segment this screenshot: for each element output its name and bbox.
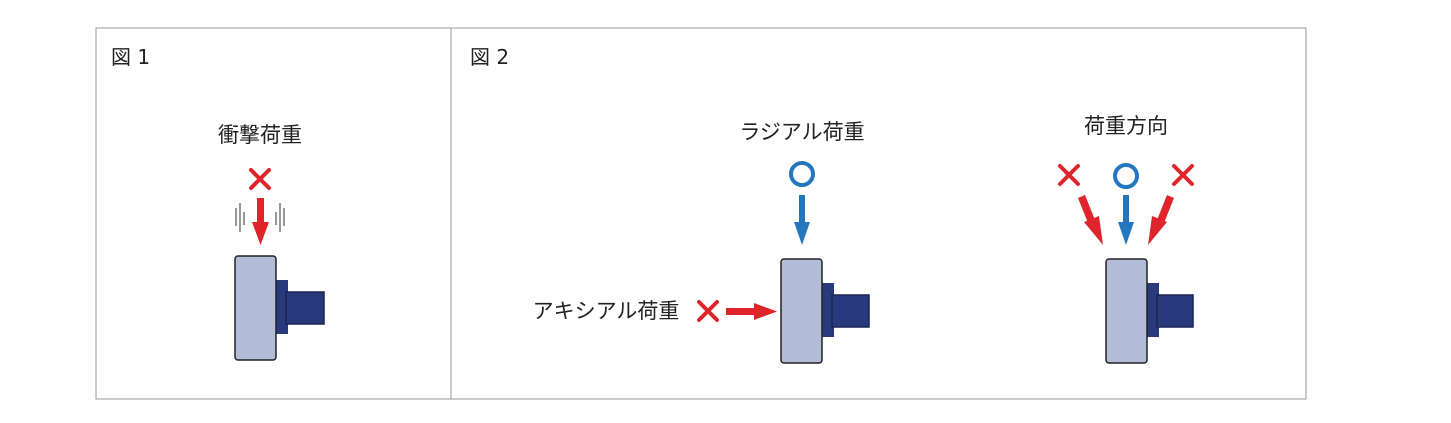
direction-left-arrow xyxy=(1078,195,1103,245)
axial-load-title: アキシアル荷重 xyxy=(533,299,680,323)
load-direction-title: 荷重方向 xyxy=(1084,114,1168,138)
figure2-panel xyxy=(450,27,1307,400)
figure1-cross-mark xyxy=(249,168,271,190)
figure1-title: 衝撃荷重 xyxy=(218,123,302,147)
radial-load-title: ラジアル荷重 xyxy=(739,120,864,144)
figure2-label: 図 2 xyxy=(470,45,509,69)
radial-arrow xyxy=(794,195,810,245)
figure1-label: 図 1 xyxy=(111,45,150,69)
direction-center-arrow xyxy=(1118,195,1134,245)
radial-circle-mark xyxy=(789,161,815,187)
direction-right-arrow xyxy=(1148,195,1174,245)
axial-arrow xyxy=(726,303,777,320)
axial-cross-mark xyxy=(697,300,719,322)
figure2-center-bearing xyxy=(780,258,870,364)
figure1-impact-lines xyxy=(235,203,285,232)
direction-right-cross-mark xyxy=(1172,164,1194,186)
direction-left-cross-mark xyxy=(1058,164,1080,186)
figure1-bearing xyxy=(234,255,325,361)
figure1-arrow xyxy=(252,198,269,245)
figure2-right-bearing xyxy=(1105,258,1194,364)
direction-center-circle-mark xyxy=(1113,163,1139,189)
